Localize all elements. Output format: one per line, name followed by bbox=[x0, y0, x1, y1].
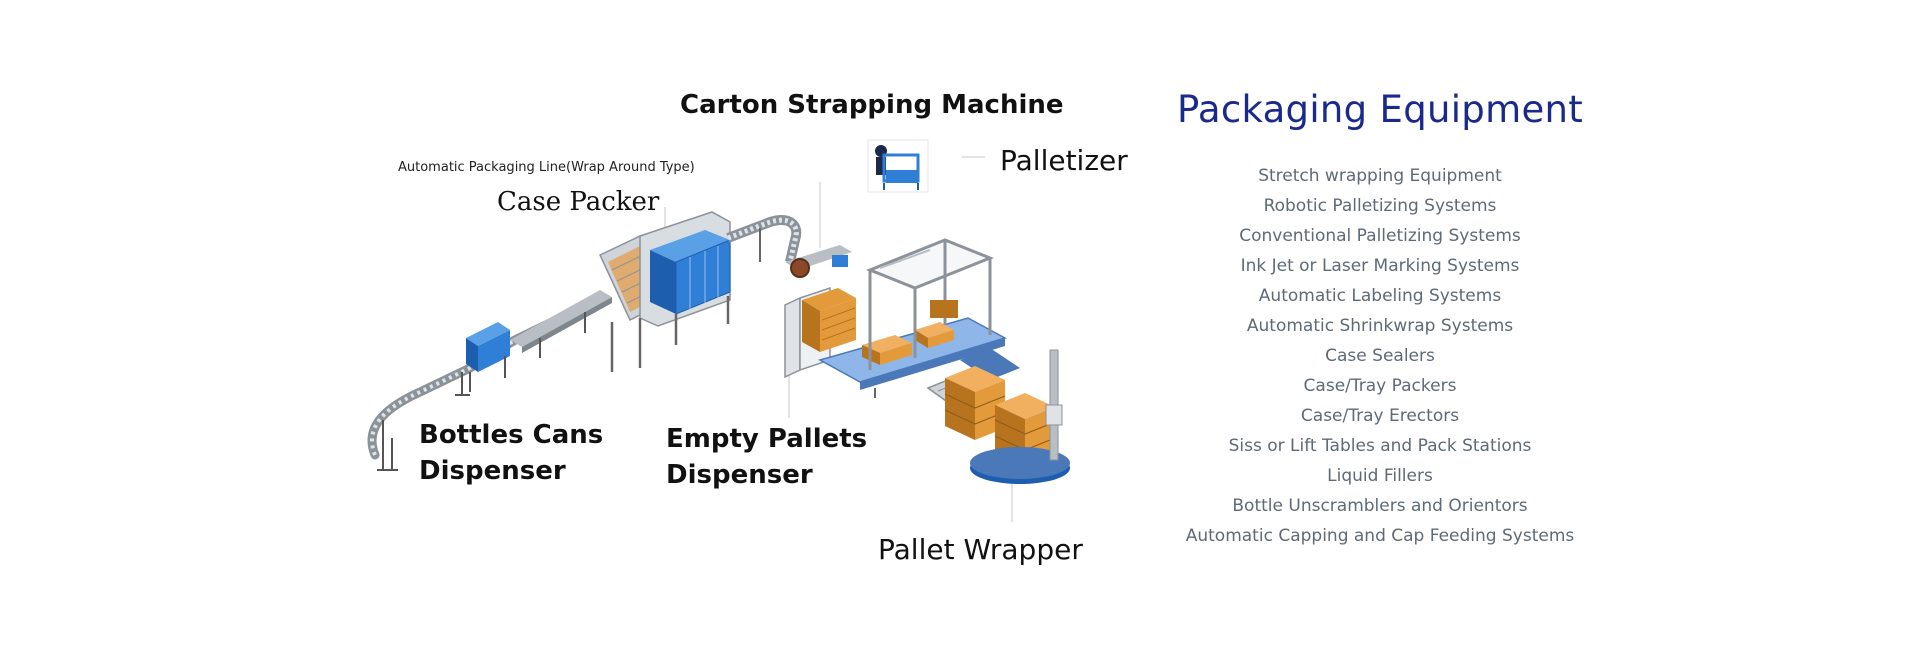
list-item: Bottle Unscramblers and Orientors bbox=[1232, 496, 1528, 516]
label-empty-pallets-line-2: Dispenser bbox=[666, 460, 813, 491]
list-item: Automatic Shrinkwrap Systems bbox=[1246, 316, 1514, 336]
bottle-dispenser-unit bbox=[466, 322, 510, 392]
panel-title: Packaging Equipment bbox=[1176, 88, 1584, 131]
list-item: Case/Tray Packers bbox=[1303, 376, 1457, 396]
label-carton-strapping-machine: Carton Strapping Machine bbox=[680, 90, 1064, 120]
label-empty-pallets-line-1: Empty Pallets bbox=[666, 424, 868, 454]
palletizer-cartons bbox=[862, 322, 954, 365]
case-conveyor bbox=[510, 290, 612, 358]
list-item: Siss or Lift Tables and Pack Stations bbox=[1228, 436, 1532, 456]
list-item: Liquid Fillers bbox=[1327, 466, 1433, 486]
label-automatic-packaging-line: Automatic Packaging Line(Wrap Around Typ… bbox=[398, 160, 695, 175]
label-bottles-line-2: Dispenser bbox=[419, 456, 566, 487]
pallet-wrapper-machine bbox=[970, 349, 1070, 484]
strapping-unit bbox=[785, 245, 852, 278]
list-item: Case Sealers bbox=[1325, 346, 1435, 366]
list-item: Automatic Labeling Systems bbox=[1258, 286, 1502, 306]
case-packer-machine bbox=[599, 211, 731, 372]
equipment-panel: Packaging Equipment Stretch wrapping Equ… bbox=[1170, 88, 1590, 551]
list-item: Stretch wrapping Equipment bbox=[1258, 166, 1502, 186]
carton-strapping-icon bbox=[867, 139, 929, 193]
equipment-list: Stretch wrapping Equipment Robotic Palle… bbox=[1170, 161, 1590, 551]
label-bottles-cans-dispenser: Bottles Cans Dispenser bbox=[419, 417, 603, 490]
label-case-packer: Case Packer bbox=[497, 187, 660, 217]
list-item: Automatic Capping and Cap Feeding System… bbox=[1185, 526, 1575, 546]
label-bottles-line-1: Bottles Cans bbox=[419, 420, 604, 450]
label-palletizer: Palletizer bbox=[1000, 144, 1128, 177]
empty-pallets-dispenser bbox=[784, 286, 856, 379]
list-item: Case/Tray Erectors bbox=[1300, 406, 1460, 426]
label-pallet-wrapper: Pallet Wrapper bbox=[878, 533, 1083, 566]
palletizer-frame bbox=[865, 238, 995, 370]
label-empty-pallets-dispenser: Empty Pallets Dispenser bbox=[666, 421, 867, 494]
list-item: Ink Jet or Laser Marking Systems bbox=[1240, 256, 1520, 276]
list-item: Conventional Palletizing Systems bbox=[1239, 226, 1521, 246]
transfer-conveyor bbox=[726, 215, 802, 264]
bottle-conveyor bbox=[367, 313, 565, 471]
list-item: Robotic Palletizing Systems bbox=[1263, 196, 1497, 216]
